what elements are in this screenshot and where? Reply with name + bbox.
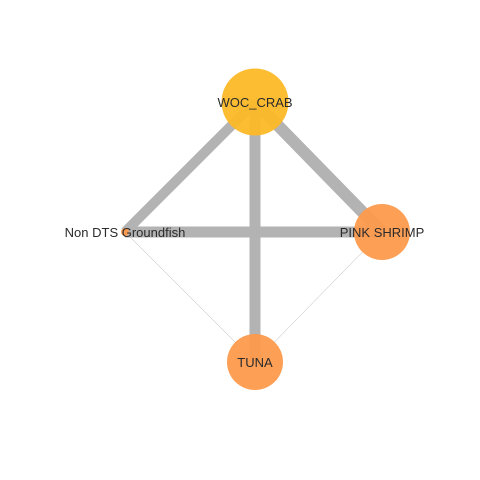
node-label-woc_crab: WOC_CRAB	[217, 95, 292, 110]
node-label-tuna: TUNA	[237, 355, 273, 370]
node-woc_crab[interactable]	[221, 68, 289, 136]
node-non_dts[interactable]	[121, 228, 129, 236]
node-label-pink_shrimp: PINK SHRIMP	[340, 225, 425, 240]
node-tuna[interactable]	[227, 334, 283, 390]
edge-pink_shrimp-tuna	[254, 231, 383, 363]
node-pink_shrimp[interactable]	[354, 204, 410, 260]
edge-non_dts-tuna	[124, 231, 256, 363]
node-layer	[121, 68, 410, 390]
node-label-non_dts: Non DTS Groundfish	[65, 225, 186, 240]
label-layer: WOC_CRAB PINK SHRIMP Non DTS GroundfishTUN…	[65, 95, 425, 370]
